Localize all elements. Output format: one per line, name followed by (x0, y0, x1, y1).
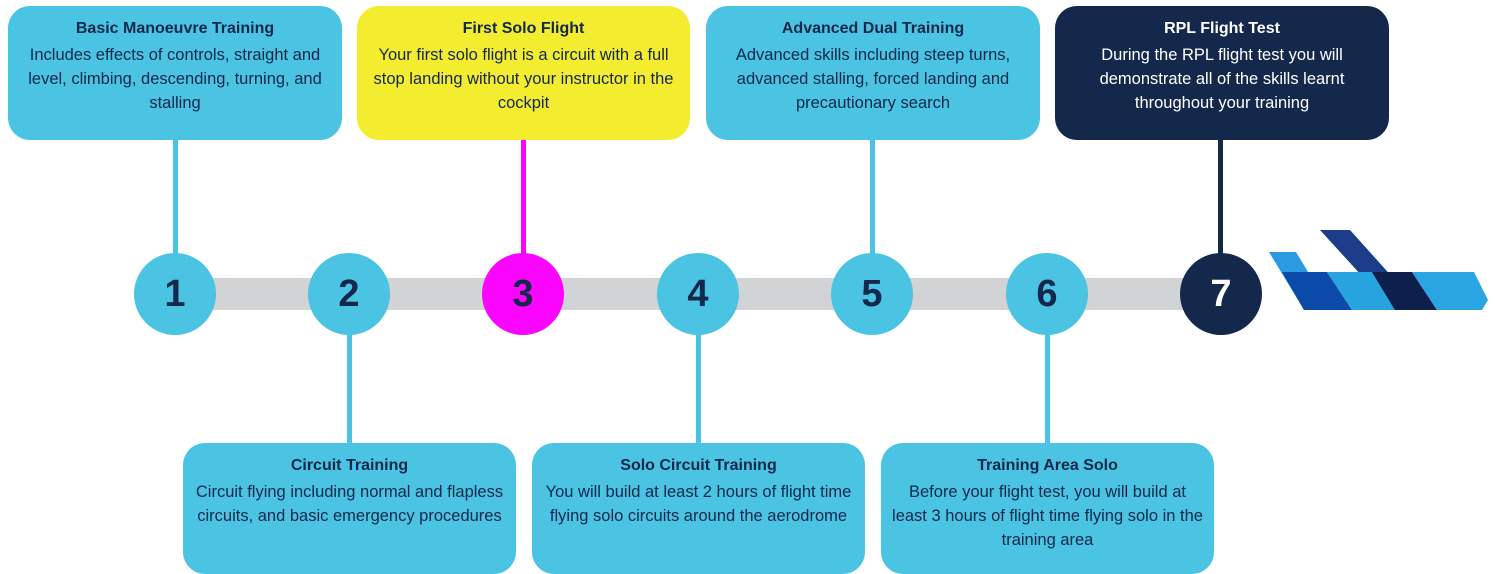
connector-step-1 (173, 138, 178, 260)
step-description-3: Your first solo flight is a circuit with… (373, 46, 674, 112)
step-description-6: Before your flight test, you will build … (892, 483, 1203, 549)
connector-step-5 (870, 138, 875, 260)
step-title-7: RPL Flight Test (1164, 20, 1280, 37)
step-card-2: Circuit Training Circuit flying includin… (183, 443, 516, 574)
step-circle-7: 7 (1180, 253, 1262, 335)
step-circle-1: 1 (134, 253, 216, 335)
step-card-3: First Solo Flight Your first solo flight… (357, 6, 690, 140)
step-description-5: Advanced skills including steep turns, a… (735, 46, 1011, 112)
connector-step-3 (521, 138, 526, 260)
step-circle-4: 4 (657, 253, 739, 335)
connector-step-2 (347, 330, 352, 445)
step-description-1: Includes effects of controls, straight a… (28, 46, 322, 112)
step-title-6: Training Area Solo (977, 457, 1118, 474)
wing-stripes-logo-icon (1269, 230, 1488, 310)
step-title-4: Solo Circuit Training (620, 457, 777, 474)
step-card-6: Training Area Solo Before your flight te… (881, 443, 1214, 574)
step-card-4: Solo Circuit Training You will build at … (532, 443, 865, 574)
step-title-2: Circuit Training (290, 457, 409, 474)
connector-step-4 (696, 330, 701, 445)
step-circle-2: 2 (308, 253, 390, 335)
step-card-5: Advanced Dual Training Advanced skills i… (706, 6, 1040, 140)
step-circle-3: 3 (482, 253, 564, 335)
step-card-1: Basic Manoeuvre Training Includes effect… (8, 6, 342, 140)
step-circle-6: 6 (1006, 253, 1088, 335)
step-card-7: RPL Flight Test During the RPL flight te… (1055, 6, 1389, 140)
step-description-2: Circuit flying including normal and flap… (195, 483, 504, 525)
step-title-3: First Solo Flight (462, 20, 585, 37)
connector-step-7 (1218, 138, 1223, 260)
connector-step-6 (1045, 330, 1050, 445)
step-description-7: During the RPL flight test you will demo… (1099, 46, 1345, 112)
step-circle-5: 5 (831, 253, 913, 335)
step-description-4: You will build at least 2 hours of fligh… (545, 483, 852, 525)
step-title-1: Basic Manoeuvre Training (75, 20, 275, 37)
step-title-5: Advanced Dual Training (781, 20, 965, 37)
